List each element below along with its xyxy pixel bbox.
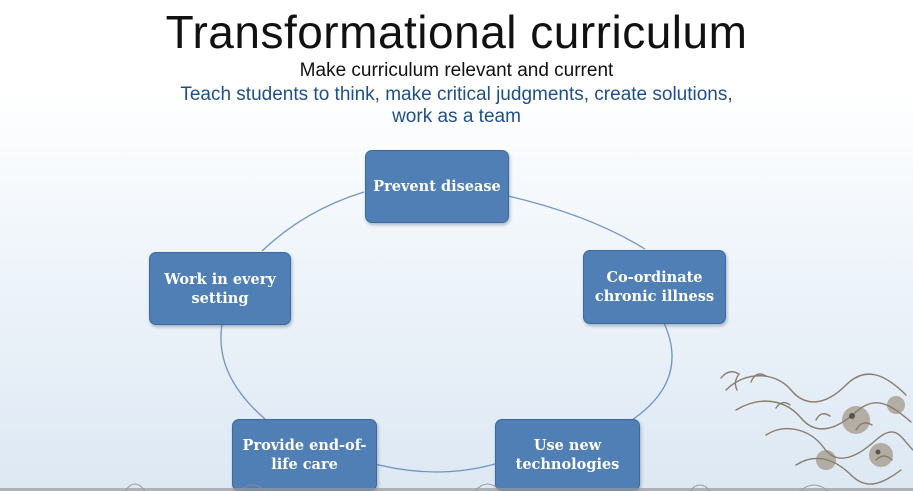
connector-technologies-end-of-life xyxy=(374,463,496,473)
cycle-node-coordinate-chronic-illness: Co-ordinate chronic illness xyxy=(583,250,726,324)
tagline-line-1: Teach students to think, make critical j… xyxy=(180,84,733,105)
cycle-node-label: Work in every setting xyxy=(164,270,276,307)
cycle-node-prevent-disease: Prevent disease xyxy=(365,150,509,223)
cycle-node-use-new-technologies: Use new technologies xyxy=(495,419,640,491)
slide-tagline: Teach students to think, make critical j… xyxy=(0,84,913,128)
cycle-node-label: Provide end-of-life care xyxy=(242,437,367,473)
connector-work-prevent xyxy=(261,191,365,252)
connector-prevent-coordinate xyxy=(507,195,646,250)
cycle-node-work-in-every-setting: Work in every setting xyxy=(149,252,291,325)
decorative-seal-strip xyxy=(0,483,913,491)
dragon-illustration xyxy=(720,371,913,485)
tagline-line-2: work as a team xyxy=(392,106,521,127)
cycle-node-label: Use new technologies xyxy=(515,437,620,473)
connector-coordinate-technologies xyxy=(631,322,673,421)
slide-title: Transformational curriculum xyxy=(165,6,748,58)
cycle-node-label: Co-ordinate chronic illness xyxy=(594,269,715,305)
cycle-node-label: Prevent disease xyxy=(373,178,501,195)
slide-subtitle: Make curriculum relevant and current xyxy=(299,60,614,81)
connector-end-of-life-work xyxy=(220,323,266,420)
